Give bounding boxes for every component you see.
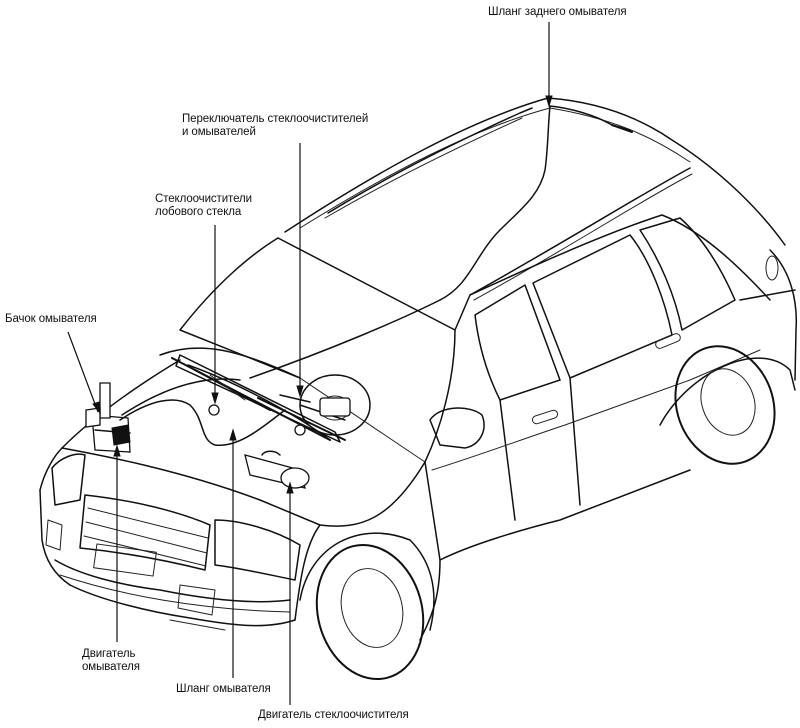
label-rear-washer-hose-text: Шланг заднего омывателя: [488, 6, 627, 18]
label-windshield-wipers-line2: лобового стекла: [155, 206, 242, 218]
label-washer-hose-text: Шланг омывателя: [176, 683, 271, 695]
label-windshield-wipers: Стеклоочистители лобового стекла: [155, 193, 252, 219]
label-wiper-washer-switch-line2: и омывателей: [182, 126, 256, 138]
label-washer-motor-line2: омывателя: [82, 661, 140, 673]
label-wiper-motor-text: Двигатель стеклоочистителя: [258, 709, 409, 721]
label-wiper-washer-switch: Переключатель стеклоочистителей и омыват…: [182, 113, 368, 139]
label-rear-washer-hose: Шланг заднего омывателя: [488, 6, 627, 19]
label-washer-motor: Двигатель омывателя: [82, 648, 140, 674]
washer-hose-lines: [119, 105, 633, 446]
label-windshield-wipers-line1: Стеклоочистители: [155, 193, 252, 205]
leader-lines: [67, 22, 553, 705]
car-body: [39, 97, 798, 681]
label-washer-hose: Шланг омывателя: [176, 683, 271, 696]
washer-reservoir: [85, 382, 131, 453]
label-washer-motor-line1: Двигатель: [82, 648, 136, 660]
label-wiper-motor: Двигатель стеклоочистителя: [258, 709, 409, 722]
label-washer-reservoir-text: Бачок омывателя: [5, 313, 97, 325]
label-washer-reservoir: Бачок омывателя: [5, 313, 97, 326]
label-wiper-washer-switch-line1: Переключатель стеклоочистителей: [182, 113, 369, 125]
